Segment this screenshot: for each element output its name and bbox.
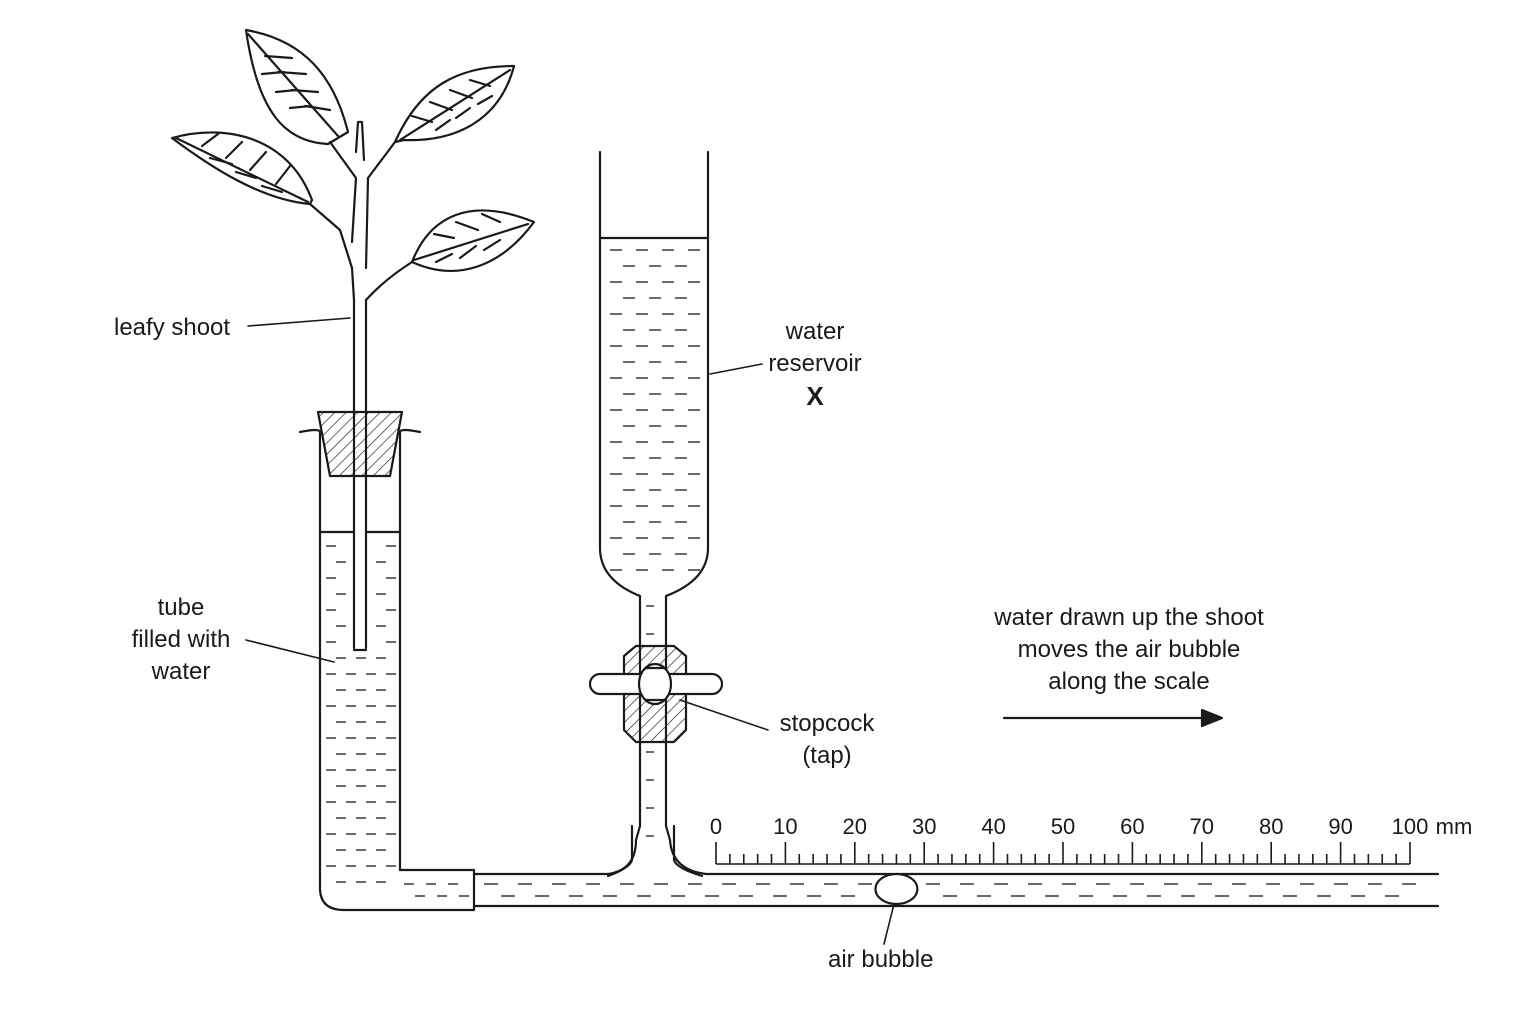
note-text: water drawn up the shoot moves the air b… — [970, 602, 1288, 698]
label-tube-line2: filled with — [131, 626, 231, 653]
scale-tick-label: 100 — [1392, 814, 1429, 839]
test-tube — [298, 428, 476, 912]
scale-labels: 0 10 20 30 40 50 60 70 80 90 100 — [710, 814, 1428, 839]
water-reservoir — [598, 150, 710, 828]
scale-tick-label: 0 — [710, 814, 722, 839]
leaf — [170, 131, 314, 206]
label-tube: tube filled with water — [110, 592, 252, 688]
scale-tick-label: 10 — [773, 814, 797, 839]
label-reservoir-line2: reservoir — [768, 350, 862, 377]
label-stopcock-line1: stopcock — [779, 710, 875, 737]
label-stopcock: stopcock (tap) — [762, 708, 892, 772]
direction-arrow — [1002, 708, 1224, 728]
scale — [715, 842, 1411, 865]
scale-tick-label: 30 — [912, 814, 936, 839]
air-bubble — [874, 872, 919, 906]
label-reservoir-letter: X — [806, 381, 824, 411]
scale-tick-label: 60 — [1120, 814, 1144, 839]
leaf — [244, 28, 350, 146]
leafy-shoot — [170, 28, 536, 652]
rubber-bung — [316, 410, 404, 478]
label-leafy-shoot: leafy shoot — [114, 314, 231, 341]
label-tube-line3: water — [151, 658, 211, 685]
leaf — [410, 209, 536, 272]
leaf — [393, 64, 516, 144]
note-line1: water drawn up the shoot — [994, 604, 1264, 631]
scale-tick-label: 50 — [1051, 814, 1075, 839]
label-air-bubble: air bubble — [828, 946, 934, 973]
capillary-tube — [472, 824, 1440, 908]
note-line2: moves the air bubble — [1017, 636, 1241, 663]
scale-tick-label: 70 — [1190, 814, 1214, 839]
label-reservoir: water reservoir X — [750, 316, 880, 412]
scale-tick-label: 40 — [981, 814, 1005, 839]
label-tube-line1: tube — [157, 594, 205, 621]
scale-tick-label: 90 — [1328, 814, 1352, 839]
label-pointers — [245, 317, 895, 945]
water-fill — [326, 249, 1416, 897]
scale-tick-label: 20 — [843, 814, 867, 839]
stopcock — [588, 644, 724, 744]
scale-unit: mm — [1436, 814, 1473, 839]
scale-tick-label: 80 — [1259, 814, 1283, 839]
label-reservoir-line1: water — [785, 318, 845, 345]
label-stopcock-line2: (tap) — [802, 742, 852, 769]
note-line3: along the scale — [1048, 668, 1210, 695]
